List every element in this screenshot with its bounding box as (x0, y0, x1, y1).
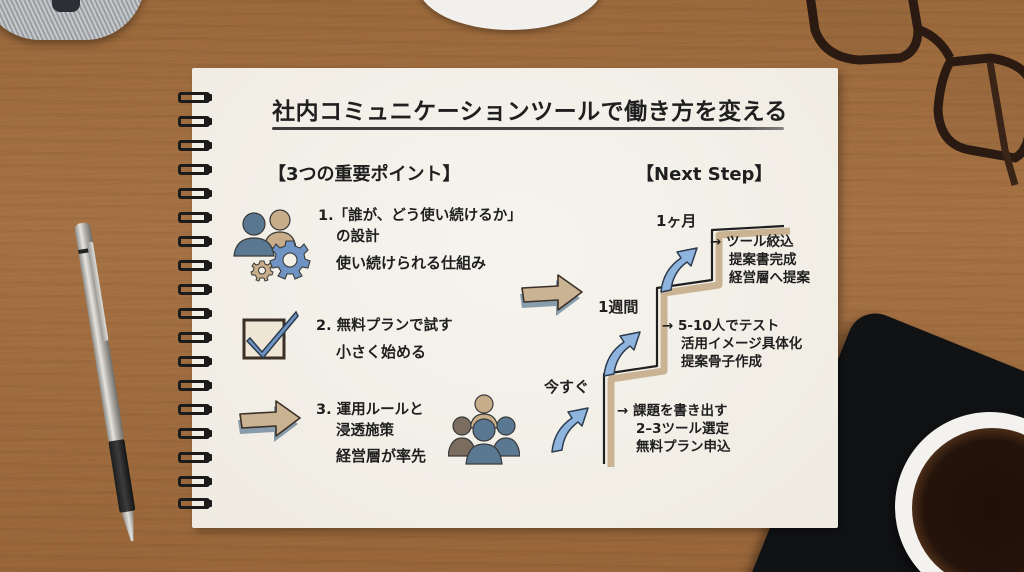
spiral-ring (178, 140, 214, 151)
point-1-title-line1: 1.「誰が、どう使い続けるか」 (318, 208, 522, 224)
ballpoint-pen (70, 221, 145, 551)
step-month-item: 経営層へ提案 (729, 270, 810, 286)
step-week-item: 提案骨子作成 (681, 354, 762, 370)
point-1-highlight: 使い続けられる仕組み (333, 252, 493, 276)
spiral-ring (178, 164, 214, 175)
users-gears-icon (233, 209, 311, 282)
spiral-ring (178, 498, 214, 509)
speaker-knob (52, 0, 80, 12)
step-week-item: → 5-10人でテスト (662, 318, 780, 334)
group-people-icon (448, 394, 520, 465)
spiral-ring (178, 260, 214, 271)
step-month-items: → ツール絞込 提案書完成 経営層へ提案 (710, 233, 810, 287)
step-now-item: → 課題を書き出す (617, 403, 728, 419)
point-3-title-line2: 浸透施策 (336, 423, 394, 439)
step-week-label: 1週間 (598, 298, 639, 316)
checkbox-check-icon (242, 310, 299, 360)
spiral-ring (178, 212, 214, 223)
spiral-ring (178, 428, 214, 439)
spiral-ring (178, 356, 214, 367)
spiral-ring (178, 404, 214, 415)
arrow-right-icon (238, 400, 301, 442)
point-2-highlight: 小さく始める (333, 341, 433, 365)
point-3-highlight: 経営層が率先 (333, 445, 433, 469)
white-plate (418, 0, 603, 30)
step-week-item: 活用イメージ具体化 (681, 336, 803, 352)
step-up-arrow-icon (603, 331, 641, 377)
step-now-item: 2–3ツール選定 (636, 421, 730, 437)
title-underline (272, 127, 784, 130)
spiral-ring (178, 92, 214, 103)
next-step-header: 【Next Step】 (636, 164, 773, 185)
spiral-ring (178, 188, 214, 199)
eyeglasses-icon (806, 0, 1024, 186)
point-3-title-line1: 3. 運用ルールと (316, 402, 424, 418)
spiral-ring (178, 380, 214, 391)
step-month-item: → ツール絞込 (710, 234, 794, 250)
spiral-ring (178, 284, 214, 295)
spiral-ring (178, 236, 214, 247)
spiral-ring (178, 332, 214, 343)
spiral-ring (178, 308, 214, 319)
spiral-ring (178, 476, 214, 487)
step-now-items: → 課題を書き出す 2–3ツール選定 無料プラン申込 (617, 402, 731, 456)
step-up-arrow-icon (551, 407, 589, 453)
page-title: 社内コミュニケーションツールで働き方を変える (272, 99, 788, 125)
key-points-header: 【3つの重要ポイント】 (268, 164, 461, 185)
spiral-ring (178, 452, 214, 463)
point-1-title-line2: の設計 (336, 229, 380, 245)
spiral-ring (178, 116, 214, 127)
transition-arrow-icon (520, 274, 583, 316)
step-now-item: 無料プラン申込 (636, 439, 731, 455)
step-month-label: 1ヶ月 (656, 212, 697, 230)
step-month-item: 提案書完成 (729, 252, 797, 268)
step-now-label: 今すぐ (544, 378, 590, 396)
point-2-title: 2. 無料プランで試す (316, 318, 453, 334)
step-up-arrow-icon (660, 247, 698, 293)
step-week-items: → 5-10人でテスト 活用イメージ具体化 提案骨子作成 (662, 317, 802, 371)
